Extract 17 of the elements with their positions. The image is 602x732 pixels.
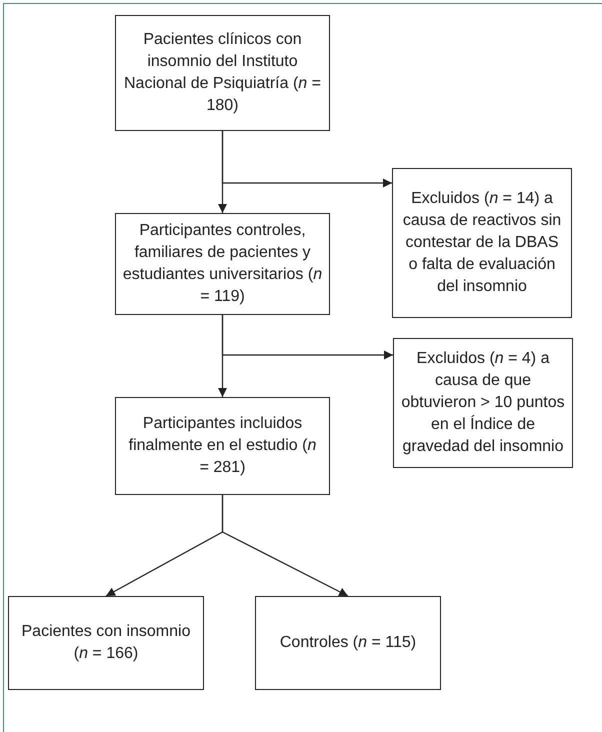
process-box — [115, 15, 330, 131]
process-box — [115, 213, 330, 315]
box-text: Controles (n = 115) — [280, 633, 416, 653]
box-text: Pacientes clínicos con insomnio del Instituto Nacional de Psiquiatría (n = 180) — [122, 30, 322, 116]
arrow — [222, 315, 393, 360]
process-box — [392, 168, 572, 318]
box-text: Participantes incluidos finalmente en el estudio (n = 281) — [128, 414, 318, 478]
process-box — [115, 397, 330, 495]
box-text: Participantes controles, familiares de pacientes y estudiantes universitarios (n = 119) — [122, 221, 323, 307]
process-box — [393, 338, 573, 468]
arrow — [222, 495, 348, 597]
box-text: Excluidos (n = 4) a causa de que obtuvieron > 10 puntos en el Índice de gravedad del insomnio — [400, 349, 566, 457]
box-text: Excluidos (n = 14) a causa de reactivos sin contestar de la DBAS o falta de evaluación del insomnio — [402, 189, 562, 297]
box-text: Pacientes con insomnio (n = 166) — [20, 622, 192, 664]
process-box — [8, 596, 204, 690]
arrow — [222, 131, 392, 188]
process-box — [255, 596, 441, 690]
